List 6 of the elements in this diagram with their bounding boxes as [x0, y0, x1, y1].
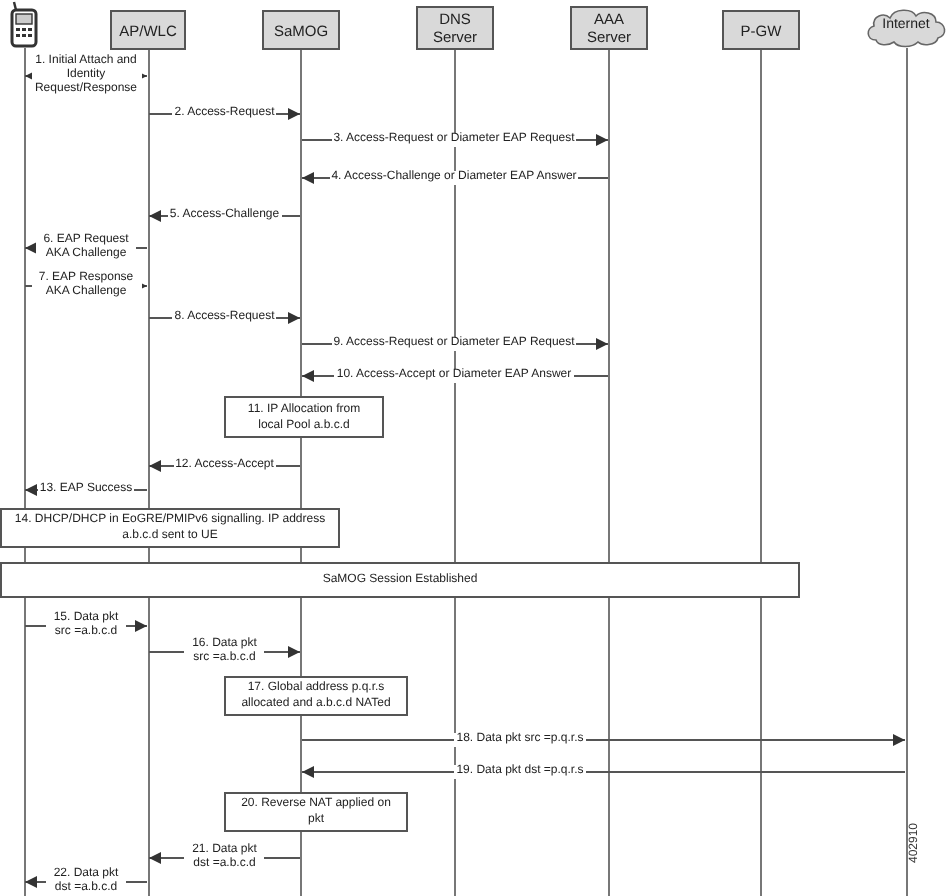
- lifeline: [905, 48, 907, 896]
- lifeline: [23, 48, 25, 896]
- picture: [8, 0, 40, 48]
- lifeline: [608, 50, 610, 896]
- lifeline: [147, 50, 149, 896]
- lifeline: [760, 50, 762, 896]
